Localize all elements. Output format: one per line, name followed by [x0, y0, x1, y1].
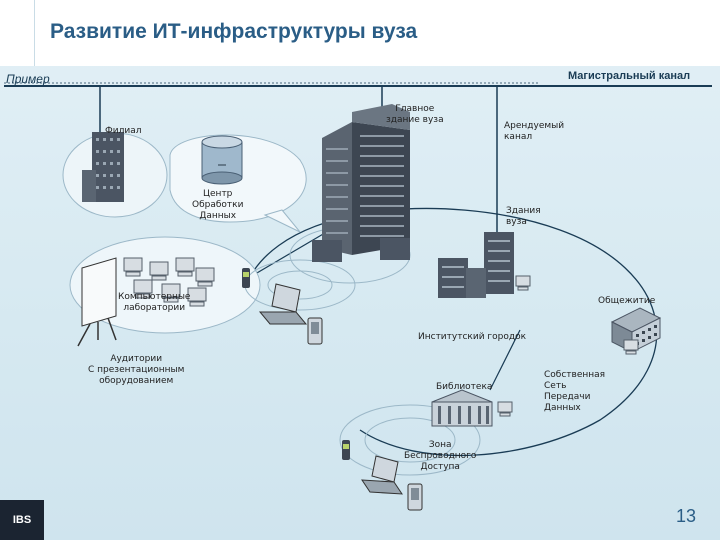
workstation-icon — [497, 275, 639, 417]
dormitory-label: Общежитие — [598, 296, 656, 306]
data-center-server-icon — [201, 135, 243, 185]
main-building-icon — [312, 104, 410, 262]
lab-workstations-icon — [123, 257, 215, 307]
auditoriums-label: Аудитории С презентационным оборудование… — [88, 354, 185, 386]
presentation-board-icon — [77, 257, 117, 347]
datacenter-bubble-tail — [263, 209, 301, 233]
branch-label: Филиал — [105, 126, 142, 136]
library-icon — [431, 389, 493, 427]
phone-icon-2 — [342, 440, 350, 460]
ripple-labs-1 — [244, 259, 356, 311]
page-number: 13 — [676, 506, 697, 526]
page-title: Развитие ИТ-инфраструктуры вуза — [50, 20, 418, 43]
link-main-labs — [244, 229, 331, 281]
library-label: Библиотека — [436, 382, 493, 392]
computer-labs-label: Компьютерные лаборатории — [118, 292, 191, 313]
wireless-zone-label: Зона Беспроводного Доступа — [404, 440, 477, 472]
own-network-label: Собственная Сеть Передачи Данных — [544, 370, 606, 413]
pda-icon — [307, 317, 323, 345]
laptop-icon-2 — [361, 455, 403, 495]
main-building-label: Главное здание вуза — [386, 104, 444, 125]
university-buildings-label: Здания вуза — [506, 206, 541, 227]
link-ring-library — [489, 329, 521, 391]
laptop-icon — [258, 283, 308, 325]
branch-building-icon — [82, 132, 124, 202]
leased-channel-label: Арендуемый канал — [504, 121, 565, 142]
phone-icon — [242, 268, 250, 288]
data-center-label: Центр Обработки Данных — [192, 189, 244, 221]
header: Развитие ИТ-инфраструктуры вуза — [0, 0, 720, 66]
header-accent-bar — [0, 0, 35, 66]
campus-label: Институтский городок — [418, 332, 527, 342]
ibs-logo: IBS — [0, 500, 44, 540]
wireless-ripple-2 — [364, 417, 456, 463]
university-buildings-icon — [438, 232, 514, 298]
wireless-ripple-1 — [339, 404, 481, 476]
backbone-label: Магистральный канал — [568, 70, 691, 82]
pda-icon-2 — [407, 483, 423, 511]
example-tag: Пример — [6, 72, 50, 86]
